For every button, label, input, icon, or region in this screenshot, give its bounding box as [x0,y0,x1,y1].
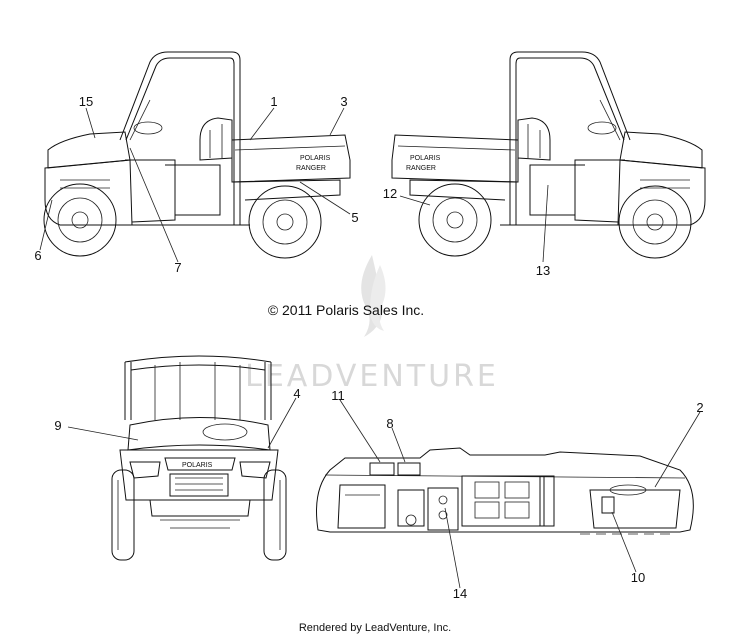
callout-10: 10 [631,570,645,585]
callout-2: 2 [696,400,703,415]
callout-13: 13 [536,263,550,278]
callout-4: 4 [293,386,300,401]
callout-11: 11 [331,388,345,403]
callout-12: 12 [383,186,397,201]
decal-11 [369,462,395,476]
render-credit: Rendered by LeadVenture, Inc. [299,622,451,634]
vehicle-front-view: POLARIS [111,355,287,561]
callout-9: 9 [54,418,61,433]
callout-5: 5 [351,210,358,225]
copyright-notice: © 2011 Polaris Sales Inc. [268,302,424,318]
decal-10 [601,496,615,514]
watermark: LEADVENTURE [245,255,499,394]
decal-brand-front: POLARIS [182,462,213,469]
decal-model-left: RANGER [296,165,326,172]
callout-15: 15 [79,94,93,109]
leader-lines [39,107,701,589]
dashboard-view [316,447,694,535]
callout-6: 6 [34,248,41,263]
callout-1: 1 [270,94,277,109]
vehicle-left-side-view: POLARIS RANGER [43,51,351,259]
decal-brand-left: POLARIS [300,155,331,162]
vehicle-right-side-view: POLARIS RANGER [391,51,706,259]
watermark-text: LEADVENTURE [245,359,499,394]
decal-brand-right: POLARIS [410,155,441,162]
decal-model-right: RANGER [406,165,436,172]
callout-14: 14 [453,586,467,601]
decal-8 [397,462,421,476]
callout-7: 7 [174,260,181,275]
callout-8: 8 [386,416,393,431]
callout-3: 3 [340,94,347,109]
callout-labels: 1 2 3 4 5 6 7 8 9 10 11 12 13 14 15 [34,94,703,601]
